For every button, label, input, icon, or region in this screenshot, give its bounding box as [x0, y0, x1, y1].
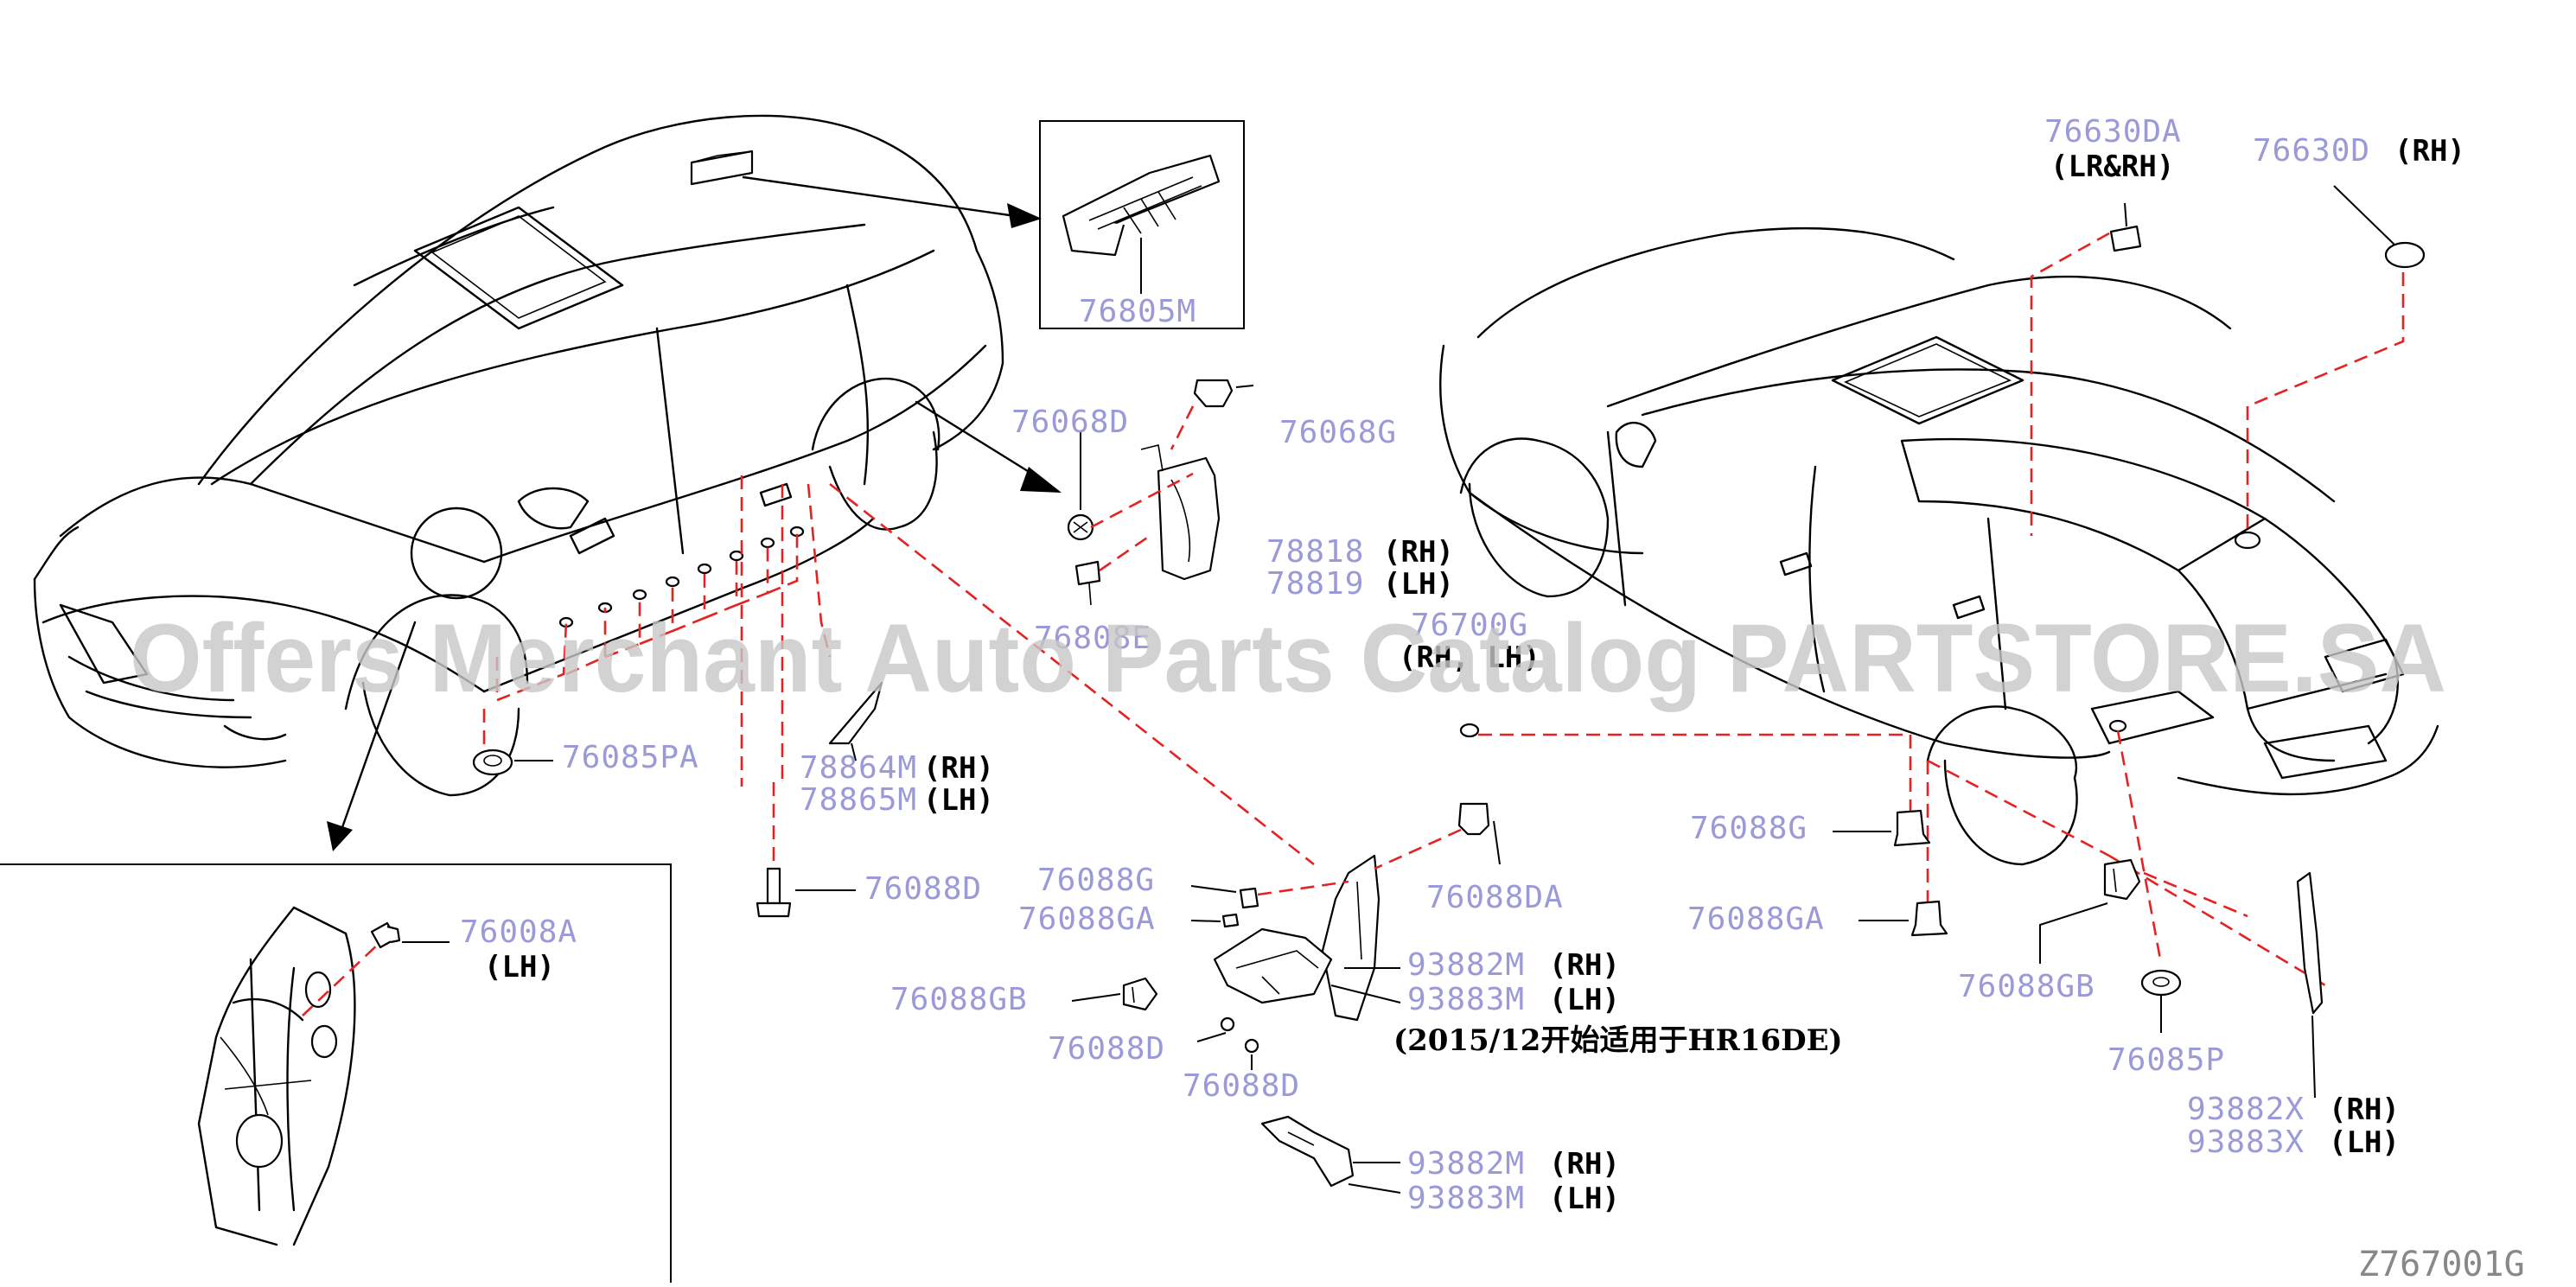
label-rh: (RH): [2329, 1093, 2400, 1127]
arrow-roof-to-inset: [742, 175, 1017, 218]
label-76700G: 76700G: [1411, 608, 1528, 643]
arrow-to-inset: [340, 621, 417, 831]
label-76805M: 76805M: [1079, 294, 1196, 329]
arrow-head: [1007, 203, 1042, 228]
label-lh: (LH): [1549, 983, 1620, 1017]
label-76088DA: 76088DA: [1426, 880, 1564, 915]
mud-guard-top-parts: [472, 379, 1254, 918]
label-93882M: 93882M: [1407, 947, 1525, 983]
front-car-illustration: [33, 114, 1315, 866]
label-76088D: 76088D: [1183, 1068, 1300, 1104]
label-78864M: 78864M: [800, 750, 917, 786]
label-76068D: 76068D: [1011, 405, 1129, 440]
label-76808E: 76808E: [1034, 621, 1151, 656]
label-76088GB: 76088GB: [890, 982, 1028, 1017]
inset-antenna-box: [1039, 120, 1245, 329]
label-76085PA: 76085PA: [562, 740, 699, 775]
label-76088GB: 76088GB: [1958, 969, 2095, 1004]
label-93883X: 93883X: [2187, 1125, 2305, 1160]
rear-parts: [1833, 185, 2426, 1099]
label-lh: (LH): [1549, 1182, 1620, 1216]
label-78865M: 78865M: [800, 782, 917, 818]
label-lh: (LH): [2329, 1125, 2400, 1160]
label-76088GA: 76088GA: [1018, 902, 1156, 937]
applicability-note: (2015/12开始适用于HR16DE): [1393, 1023, 1843, 1058]
label-lh: (LH): [1383, 567, 1454, 602]
label-76008A: 76008A: [460, 914, 577, 950]
label-76088G: 76088G: [1037, 863, 1155, 898]
door-inset: [0, 863, 672, 1283]
arrow-head: [327, 821, 353, 851]
diagram-code: Z767001G: [2358, 1245, 2525, 1283]
label-76088D: 76088D: [1048, 1031, 1165, 1067]
label-76088D: 76088D: [864, 871, 982, 907]
label-76630DA: 76630DA: [2044, 114, 2182, 150]
arrow-wheel-to-flap: [915, 400, 1043, 481]
label-78818: 78818: [1266, 534, 1364, 570]
label-lh: (LH): [923, 783, 994, 818]
label-93882M: 93882M: [1407, 1146, 1525, 1182]
label-rh: (RH): [1549, 948, 1620, 983]
label-76630D: 76630D: [2253, 133, 2370, 169]
part-labels: 76805M 76630DA (LR&RH) 76630D (RH) 76068…: [460, 114, 2525, 1284]
label-76088GA: 76088GA: [1687, 902, 1825, 937]
label-93883M: 93883M: [1407, 1181, 1525, 1216]
label-rh: (RH): [1383, 535, 1454, 570]
label-76085P: 76085P: [2107, 1042, 2225, 1078]
label-93883M: 93883M: [1407, 982, 1525, 1017]
label-rh: (RH): [1549, 1147, 1620, 1182]
arrow-head: [1020, 467, 1062, 493]
label-rh: (RH): [2394, 134, 2465, 169]
label-93882X: 93882X: [2187, 1092, 2305, 1127]
mud-flap-assembly: [1071, 802, 1501, 1194]
label-76068G: 76068G: [1279, 415, 1397, 450]
label-rh: (RH): [923, 751, 994, 786]
watermark: Offers Merchant Auto Parts Catalog PARTS…: [130, 604, 2446, 712]
label-rh-lh: (RH, LH): [1399, 640, 1540, 675]
rear-car-illustration: [1439, 226, 2439, 987]
label-lh: (LH): [484, 950, 555, 984]
label-lr-rh: (LR&RH): [2050, 150, 2174, 184]
label-76088G: 76088G: [1690, 811, 1808, 846]
label-78819: 78819: [1266, 566, 1364, 602]
